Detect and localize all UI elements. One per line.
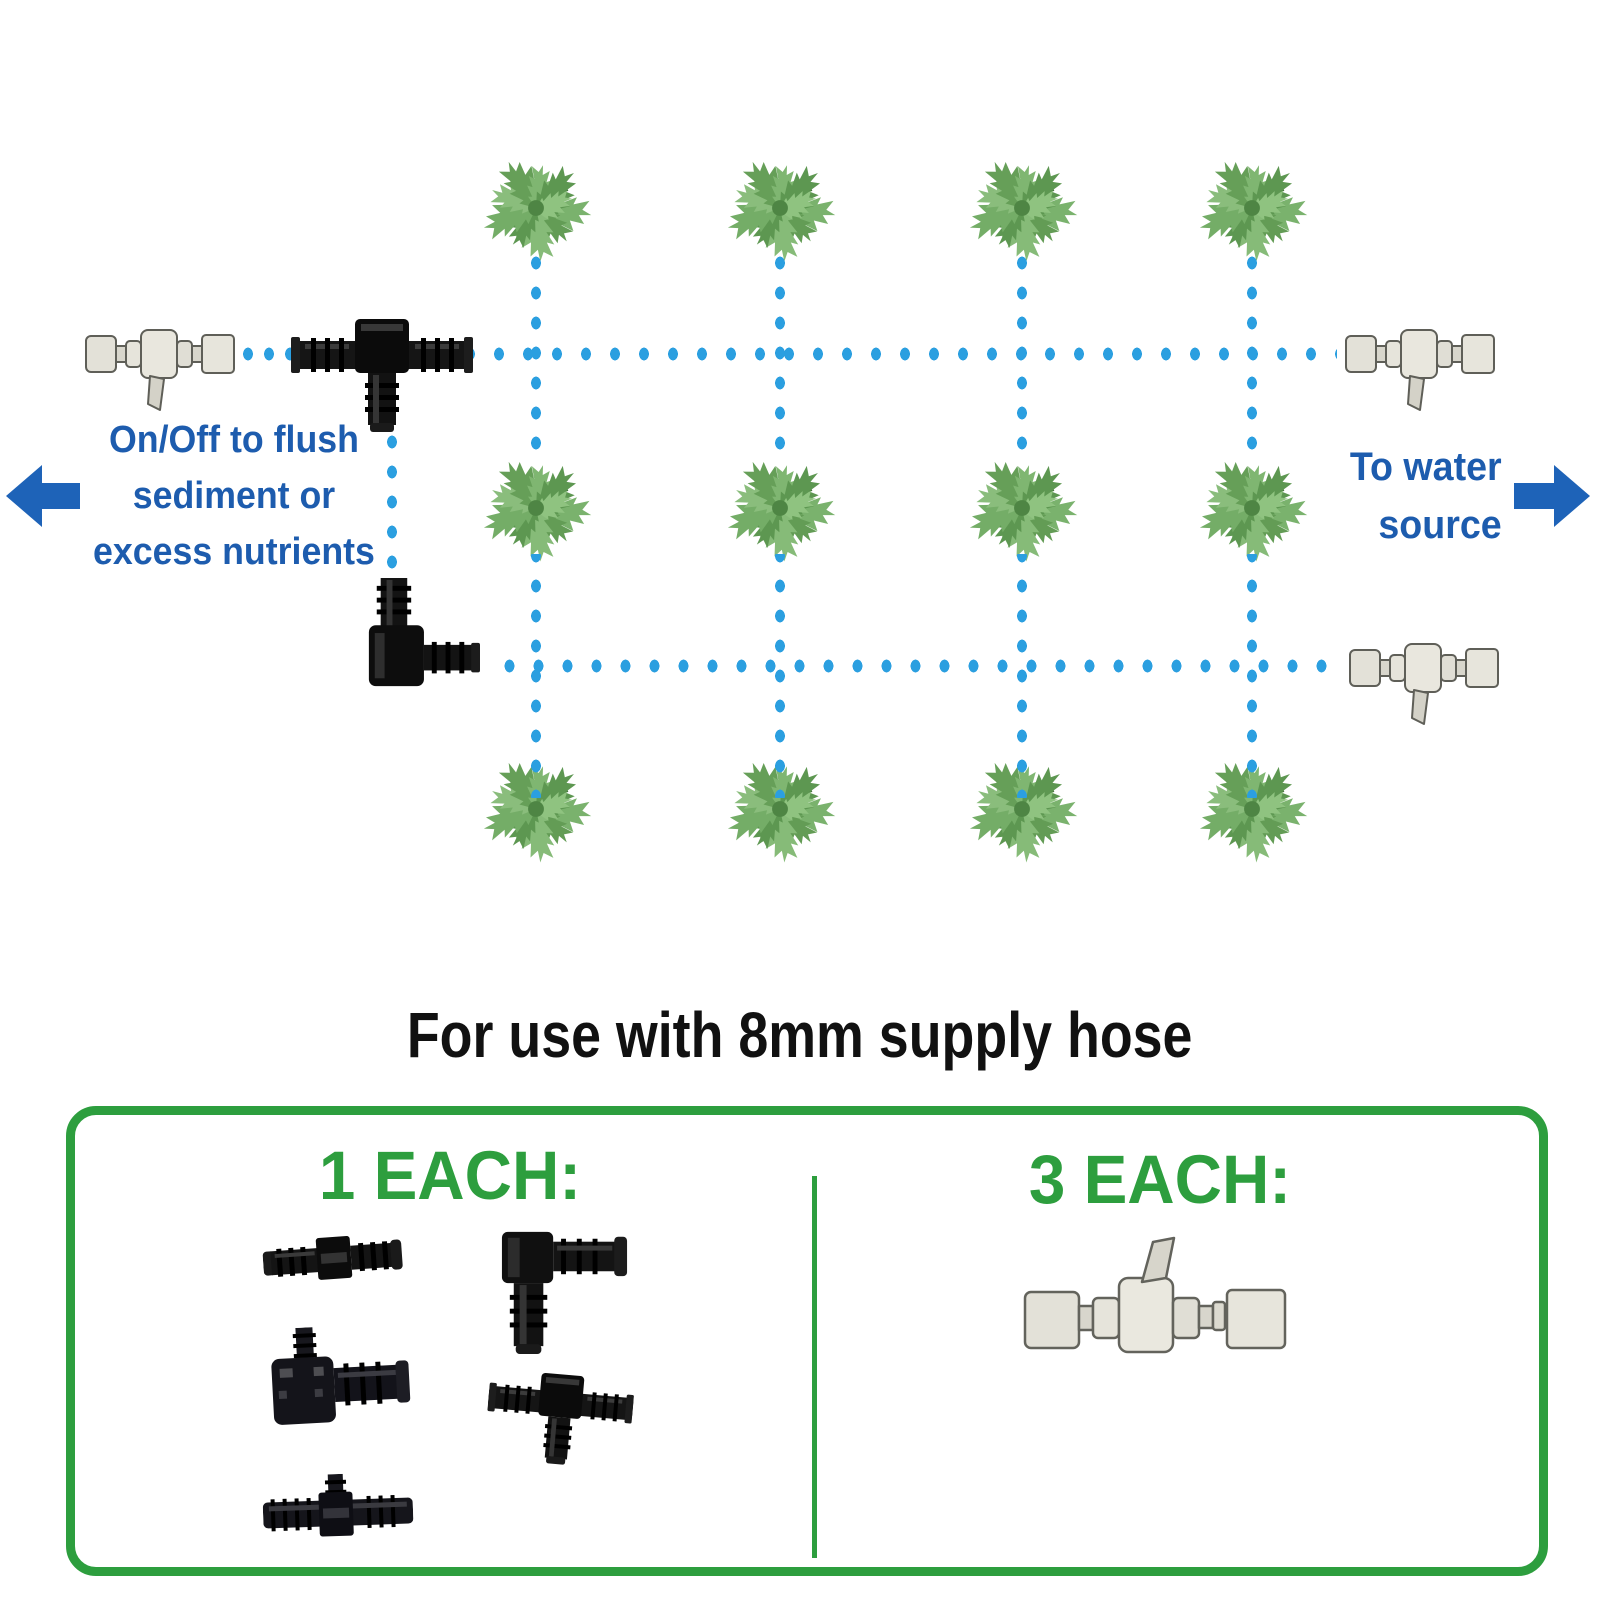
flush-note-line3: excess nutrients (93, 531, 375, 573)
elbow-connector-bottom-line (368, 578, 480, 687)
arrow-right-icon (1514, 465, 1590, 527)
arrow-left-icon (6, 465, 80, 527)
plant-pot (444, 120, 628, 304)
drip-line-vertical (528, 554, 544, 798)
three-each-label: 3 EACH: (1028, 1141, 1292, 1218)
flush-note-line1: On/Off to flush (108, 419, 359, 461)
plant-pot (688, 420, 872, 604)
kit-box-divider (812, 1176, 817, 1558)
drip-line-vertical (528, 254, 544, 452)
side-outlet-elbow-connector-icon (271, 1327, 411, 1425)
plant-pot (1160, 120, 1344, 304)
flush-note: On/Off to flush sediment or excess nutri… (38, 412, 430, 580)
tomato-seedling-icon (718, 450, 836, 566)
plant-pot (444, 420, 628, 604)
plant-pot (930, 420, 1114, 604)
tomato-seedling-icon (474, 751, 592, 867)
drip-line-vertical (772, 254, 788, 452)
inline-shut-off-valve-icon (1023, 1236, 1287, 1354)
tomato-seedling-icon (960, 450, 1078, 566)
plant-pot (930, 120, 1114, 304)
plant-pot (688, 120, 872, 304)
tomato-seedling-icon (718, 150, 836, 266)
water-source-line1: To water (1350, 445, 1503, 489)
drip-line-vertical (1244, 254, 1260, 452)
drip-line-flush-stub (384, 434, 400, 570)
drip-line-valve-to-tee (238, 346, 300, 362)
tomato-seedling-icon (474, 450, 592, 566)
drip-line-vertical (1014, 554, 1030, 798)
drip-line-vertical (1014, 254, 1030, 452)
plant-pot (444, 721, 628, 905)
plant-pot (1160, 420, 1344, 604)
flush-note-line2: sediment or (132, 475, 336, 517)
caption-text: For use with 8mm supply hose (407, 999, 1193, 1071)
one-each-label: 1 EACH: (318, 1137, 582, 1214)
drip-line-main-bottom (487, 658, 1344, 674)
tomato-seedling-icon (474, 150, 592, 266)
tomato-seedling-icon (1190, 450, 1308, 566)
straight-coupler-connector-icon (262, 1235, 403, 1280)
water-source-line2: source (1378, 503, 1503, 547)
inline-tee-connector-icon (262, 1473, 414, 1537)
elbow-connector-icon (501, 1231, 628, 1355)
drip-line-vertical (1244, 554, 1260, 798)
tomato-seedling-icon (1190, 150, 1308, 266)
tomato-seedling-icon (1190, 751, 1308, 867)
plant-pot (1160, 721, 1344, 905)
drip-line-main-top (473, 346, 1337, 362)
tee-connector-icon (483, 1368, 636, 1471)
caption: For use with 8mm supply hose (0, 998, 1600, 1072)
drip-line-vertical (772, 554, 788, 798)
water-source-note: To water source (1302, 438, 1507, 554)
tomato-seedling-icon (960, 150, 1078, 266)
